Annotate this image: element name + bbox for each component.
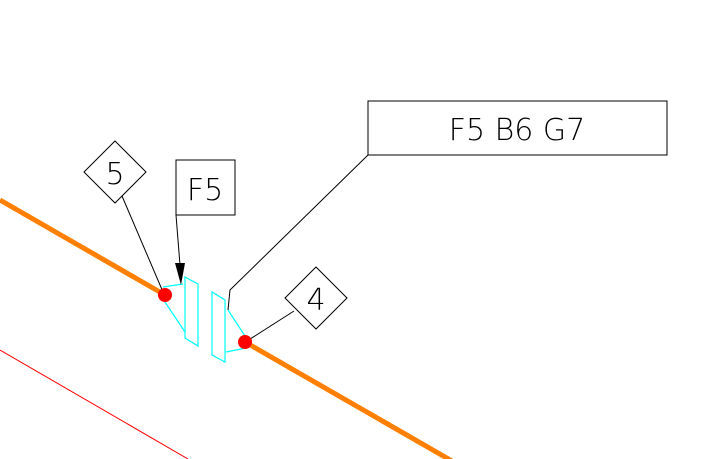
orange-pipe-right[interactable] [243, 339, 454, 459]
arrowhead-icon [175, 263, 185, 285]
balloon-4[interactable]: 4 [284, 266, 348, 330]
orange-pipe-left[interactable] [0, 197, 167, 298]
tag-main[interactable]: F5 B6 G7 [367, 100, 668, 156]
leader-f5 [175, 214, 181, 266]
leader-main-tag [227, 154, 369, 311]
node-point-5[interactable] [158, 288, 172, 302]
leader-balloon-4 [246, 310, 295, 342]
red-reference-line [0, 349, 189, 459]
balloon-5[interactable]: 5 [83, 140, 147, 204]
node-point-4[interactable] [238, 335, 252, 349]
leader-balloon-5 [121, 195, 164, 293]
tag-main-text: F5 B6 G7 [449, 113, 585, 148]
balloon-4-text: 4 [306, 283, 325, 318]
fitting-left[interactable] [162, 275, 199, 348]
fitting-right[interactable] [211, 290, 248, 364]
balloon-5-text: 5 [105, 157, 124, 192]
tag-f5-text: F5 [187, 173, 223, 208]
tag-f5[interactable]: F5 [175, 159, 236, 216]
